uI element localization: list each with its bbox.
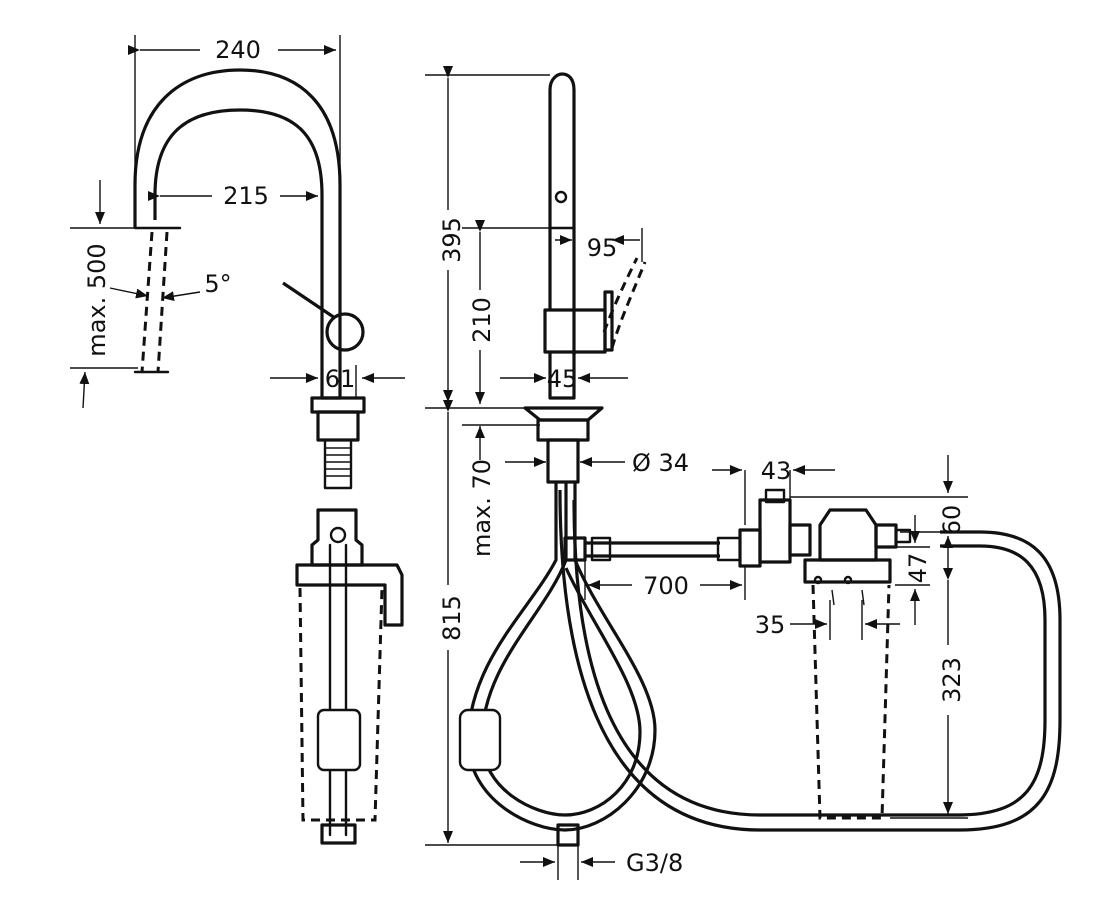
dim-35: 35 bbox=[755, 611, 786, 639]
dim-45: 45 bbox=[547, 365, 578, 393]
dim-395: 395 bbox=[438, 217, 466, 263]
dim-700: 700 bbox=[643, 572, 689, 600]
left-dimensions bbox=[70, 35, 405, 409]
dim-60: 60 bbox=[938, 505, 966, 536]
dim-diameter-34: Ø 34 bbox=[632, 449, 689, 477]
dim-323: 323 bbox=[938, 657, 966, 703]
dim-815: 815 bbox=[438, 595, 466, 641]
dim-max-70: max. 70 bbox=[468, 459, 496, 557]
dim-47: 47 bbox=[904, 553, 932, 584]
dim-95: 95 bbox=[587, 234, 618, 262]
front-dimensions bbox=[425, 66, 968, 880]
dim-g3-8: G3/8 bbox=[626, 849, 683, 877]
dim-43: 43 bbox=[761, 457, 792, 485]
dim-max-500: max. 500 bbox=[83, 243, 111, 356]
dim-215: 215 bbox=[223, 182, 269, 210]
dim-5-degrees: 5° bbox=[204, 270, 231, 298]
dim-210: 210 bbox=[468, 297, 496, 343]
faucet-front-view bbox=[458, 72, 1062, 847]
dim-240: 240 bbox=[215, 36, 261, 64]
faucet-side-view bbox=[133, 68, 404, 845]
dim-61: 61 bbox=[325, 365, 356, 393]
